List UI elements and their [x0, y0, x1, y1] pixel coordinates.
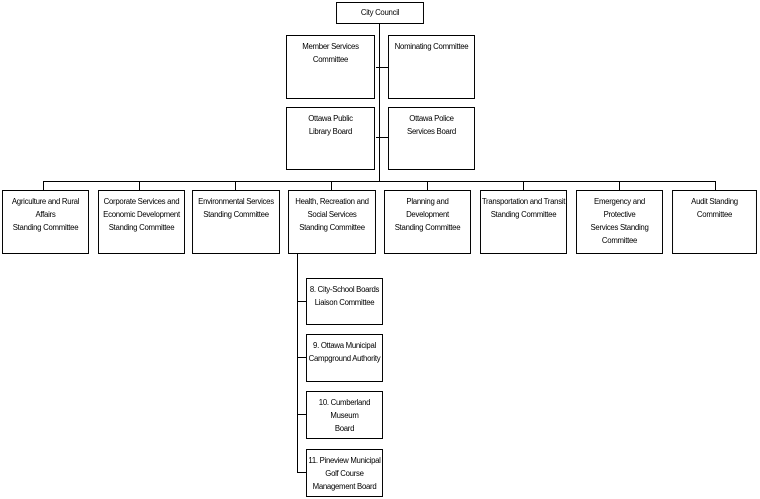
corporate-services-committee-box: Corporate Services and Economic Developm… — [98, 190, 185, 254]
connector-sub-1 — [297, 301, 306, 302]
connector-boards — [376, 137, 388, 138]
member-services-committee-box: Member Services Committee — [286, 35, 375, 99]
ottawa-police-services-board-box: Ottawa Police Services Board — [388, 107, 475, 170]
city-council-box: City Council — [336, 2, 424, 24]
planning-development-committee-box: Planning and Development Standing Commit… — [384, 190, 471, 254]
emergency-protective-services-committee-box: Emergency and Protective Services Standi… — [576, 190, 663, 254]
connector-drop-4 — [331, 181, 332, 190]
connector-committees — [376, 67, 388, 68]
cumberland-museum-board-box: 10. Cumberland Museum Board — [306, 391, 383, 439]
audit-committee-box: Audit Standing Committee — [672, 190, 757, 254]
connector-sub-3 — [297, 414, 306, 415]
city-school-boards-liaison-box: 8. City-School Boards Liaison Committee — [306, 278, 383, 325]
pineview-golf-course-board-box: 11. Pineview Municipal Golf Course Manag… — [306, 449, 383, 497]
connector-trunk — [379, 24, 380, 181]
connector-sub-2 — [297, 357, 306, 358]
connector-drop-3 — [235, 181, 236, 190]
ottawa-public-library-board-box: Ottawa Public Library Board — [286, 107, 375, 170]
connector-drop-6 — [523, 181, 524, 190]
agriculture-rural-affairs-committee-box: Agriculture and Rural Affairs Standing C… — [2, 190, 89, 254]
connector-drop-7 — [619, 181, 620, 190]
connector-standing-bar — [43, 181, 716, 182]
ottawa-municipal-campground-authority-box: 9. Ottawa Municipal Campground Authority — [306, 334, 383, 382]
connector-drop-8 — [715, 181, 716, 190]
connector-sub-4 — [297, 472, 306, 473]
connector-drop-1 — [43, 181, 44, 190]
environmental-services-committee-box: Environmental Services Standing Committe… — [192, 190, 280, 254]
nominating-committee-box: Nominating Committee — [388, 35, 475, 99]
connector-drop-5 — [427, 181, 428, 190]
connector-sub-trunk — [297, 254, 298, 473]
transportation-transit-committee-box: Transportation and Transit Standing Comm… — [480, 190, 567, 254]
connector-drop-2 — [139, 181, 140, 190]
health-recreation-social-services-committee-box: Health, Recreation and Social Services S… — [288, 190, 376, 254]
